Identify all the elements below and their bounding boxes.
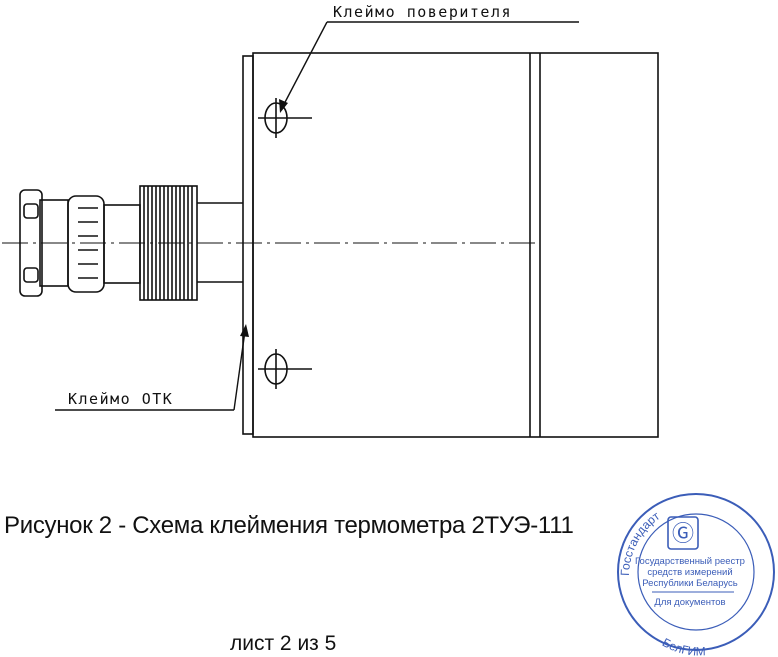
registry-stamp: Ⓖ Госстандарт БелГИМ Государственный рее…	[617, 493, 775, 657]
sheet-number: лист 2 из 5	[230, 632, 337, 655]
verifier-mark-label: Клеймо поверителя	[333, 3, 512, 21]
stamp-emblem-icon: Ⓖ	[672, 521, 694, 546]
stamp-line-1: Государственный реестр	[635, 556, 745, 567]
leader-verifier	[279, 21, 579, 113]
mounting-hole-upper	[258, 98, 312, 138]
stamp-line-2: средств измерений	[647, 567, 732, 578]
leader-otk	[55, 324, 249, 411]
figure-caption: Рисунок 2 - Схема клеймения термометра 2…	[4, 512, 574, 539]
stamp-line-4: Для документов	[654, 597, 725, 608]
otk-mark-label: Клеймо ОТК	[68, 390, 173, 408]
mounting-hole-lower	[258, 349, 312, 389]
stamp-line-3: Республики Беларусь	[642, 578, 738, 589]
flange-plate	[242, 55, 254, 435]
thermometer-housing	[252, 52, 659, 438]
stamp-bottom-text: БелГИМ	[660, 635, 706, 657]
